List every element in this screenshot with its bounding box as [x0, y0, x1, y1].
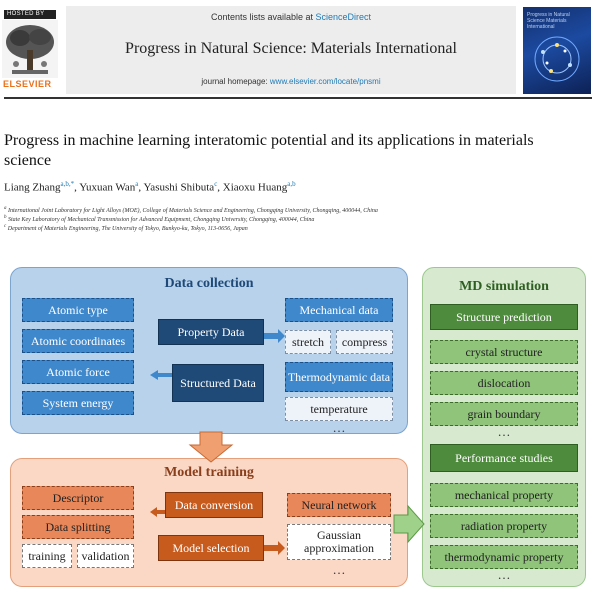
author-name[interactable]: Yuxuan Wan [79, 181, 136, 194]
property-data-box: Property Data [158, 319, 264, 345]
compress-box: compress [336, 330, 393, 354]
cover-title: Progress in Natural Science Materials In… [527, 12, 570, 30]
mechanical-property-box: mechanical property [430, 483, 578, 507]
structure-ellipsis: … [497, 424, 511, 439]
header-rule [4, 97, 592, 99]
property-to-mechanical-arrow [264, 329, 285, 343]
thermodynamic-data-box: Thermodynamic data [285, 362, 393, 392]
model-training-ellipsis: … [332, 562, 346, 577]
affiliation-mark: c [4, 224, 7, 229]
data-splitting-box: Data splitting [22, 515, 134, 539]
mechanical-data-box: Mechanical data [285, 298, 393, 322]
affiliation-text: Department of Materials Engineering, The… [7, 226, 248, 232]
atomic-force-box: Atomic force [22, 360, 134, 384]
model-selection-box: Model selection [158, 535, 264, 561]
dislocation-box: dislocation [430, 371, 578, 395]
md-simulation-title: MD simulation [459, 279, 549, 294]
homepage-line: journal homepage: www.elsevier.com/locat… [66, 77, 516, 86]
descriptor-box: Descriptor [22, 486, 134, 510]
conversion-to-descriptor-arrow [150, 507, 165, 517]
author-sup[interactable]: a,b [287, 180, 296, 188]
validation-box: validation [77, 544, 134, 568]
journal-title: Progress in Natural Science: Materials I… [125, 40, 457, 57]
training-box: training [22, 544, 72, 568]
hosted-by-label: HOSTED BY [4, 10, 56, 19]
down-arrow [188, 431, 234, 463]
author-sup[interactable]: a,b,* [60, 180, 75, 188]
data-collection-ellipsis: … [332, 420, 346, 435]
selection-to-nn-arrow [264, 541, 285, 555]
affiliation: c Department of Materials Engineering, T… [4, 223, 584, 233]
affiliation: b State Key Laboratory of Mechanical Tra… [4, 214, 584, 224]
performance-ellipsis: … [497, 567, 511, 582]
model-training-title: Model training [164, 465, 254, 480]
stretch-box: stretch [285, 330, 331, 354]
gaussian-approximation-box: Gaussian approximation [287, 524, 391, 560]
affiliation-text: State Key Laboratory of Mechanical Trans… [8, 217, 315, 223]
structured-data-box: Structured Data [172, 364, 264, 402]
author-name[interactable]: Xiaoxu Huang [222, 181, 288, 194]
author-name[interactable]: Liang Zhang [4, 181, 61, 194]
system-energy-box: System energy [22, 391, 134, 415]
publisher-name: ELSEVIER [3, 79, 52, 89]
temperature-box: temperature [285, 397, 393, 421]
neural-network-box: Neural network [287, 493, 391, 517]
contents-prefix: Contents lists available at [210, 12, 316, 22]
affiliation: a International Joint Laboratory for Lig… [4, 205, 584, 215]
sciencedirect-link[interactable]: ScienceDirect [315, 12, 372, 22]
journal-homepage-link[interactable]: www.elsevier.com/locate/pnsmi [269, 77, 381, 86]
affiliation-mark: b [4, 215, 7, 220]
elsevier-tree-logo [2, 20, 58, 86]
structure-prediction-box: Structure prediction [430, 304, 578, 330]
contents-line: Contents lists available at ScienceDirec… [66, 12, 516, 22]
affiliation-mark: a [4, 206, 7, 211]
data-conversion-box: Data conversion [165, 492, 263, 518]
grain-boundary-box: grain boundary [430, 402, 578, 426]
performance-studies-box: Performance studies [430, 444, 578, 472]
journal-cover-image [523, 7, 591, 94]
crystal-structure-box: crystal structure [430, 340, 578, 364]
author-name[interactable]: Yasushi Shibuta [143, 181, 215, 194]
journal-header-band [66, 6, 516, 94]
radiation-property-box: radiation property [430, 514, 578, 538]
atomic-type-box: Atomic type [22, 298, 134, 322]
atomic-coordinates-box: Atomic coordinates [22, 329, 134, 353]
right-arrow [393, 504, 425, 544]
data-collection-title: Data collection [164, 276, 254, 291]
affiliation-text: International Joint Laboratory for Light… [8, 208, 378, 214]
author-list: Liang Zhanga,b,*, Yuxuan Wana, Yasushi S… [4, 180, 296, 194]
author-sup[interactable]: a [135, 180, 139, 188]
author-sup[interactable]: c [214, 180, 218, 188]
structured-to-force-arrow [150, 370, 172, 380]
article-title: Progress in machine learning interatomic… [4, 132, 534, 169]
thermodynamic-property-box: thermodynamic property [430, 545, 578, 569]
homepage-prefix: journal homepage: [201, 77, 270, 86]
